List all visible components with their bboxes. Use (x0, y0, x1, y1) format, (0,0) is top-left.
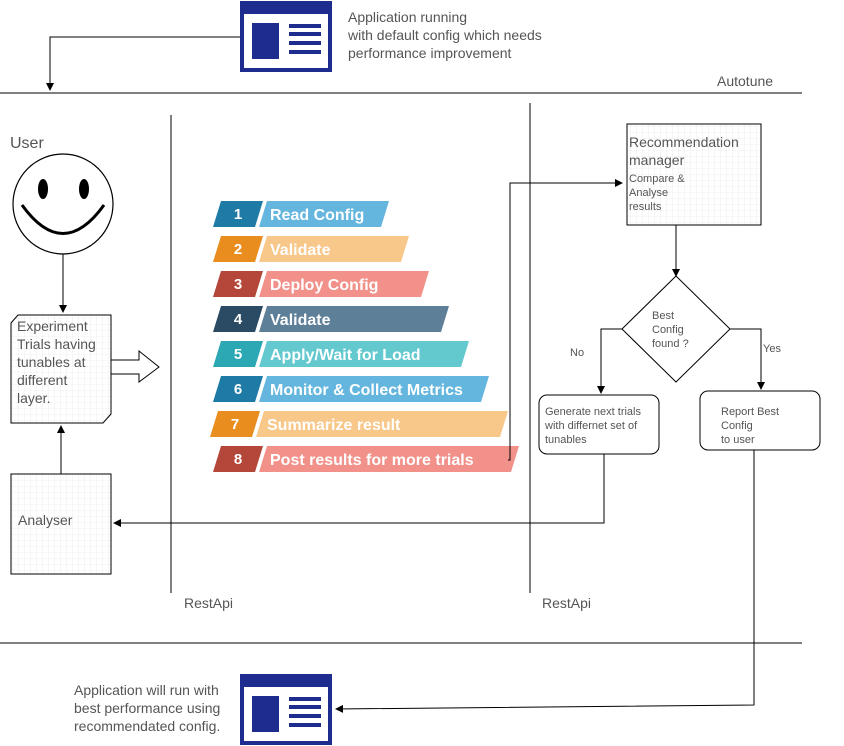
step-4-number-badge (213, 306, 263, 332)
step-6: 6 Monitor & Collect Metrics (213, 376, 489, 402)
user-smiley-icon (12, 153, 114, 255)
step-8: 8 Post results for more trials (213, 446, 519, 472)
best-config-decision: Best Config found ? (621, 275, 731, 383)
recommendation-line-4: Analyse (629, 187, 668, 199)
analyser-box: Analyser (10, 473, 112, 575)
top-app-caption-3: performance improvement (348, 45, 512, 61)
generate-line-1: Generate next trials (545, 406, 641, 418)
step-7: 7 Summarize result (210, 411, 508, 437)
experiment-to-steps-arrow-icon (110, 349, 160, 383)
step-5-number: 5 (234, 346, 242, 363)
step-5-label: Apply/Wait for Load (270, 347, 421, 364)
step-8-number-badge (213, 446, 263, 472)
step-3-label: Deploy Config (270, 277, 378, 294)
top-app-to-user-arrow (46, 36, 240, 91)
step-5-label-band (259, 341, 469, 367)
generate-to-analyser-arrow (113, 454, 605, 527)
decision-line-2: Config (652, 324, 684, 336)
top-app-caption-1: Application running (348, 9, 467, 25)
step-4-label: Validate (270, 312, 331, 329)
decision-yes-label: Yes (763, 343, 781, 355)
step8-to-recommendation-arrow (508, 179, 623, 461)
step-1-number-badge (213, 201, 263, 227)
experiment-box: Experiment Trials having tunables at dif… (10, 314, 112, 424)
step-4-number: 4 (234, 311, 243, 328)
step-2-number: 2 (234, 241, 242, 258)
step-1-number: 1 (234, 206, 242, 223)
step-6-number-badge (213, 376, 263, 402)
step-6-number: 6 (234, 381, 242, 398)
step-2-label: Validate (270, 242, 331, 259)
step-8-label: Post results for more trials (270, 452, 474, 469)
top-app-icon (240, 1, 332, 72)
step-4: 4 Validate (213, 306, 449, 332)
decision-line-3: found ? (652, 338, 689, 350)
step-2: 2 Validate (213, 236, 409, 262)
decision-yes-arrow (730, 328, 765, 390)
step-6-label: Monitor & Collect Metrics (270, 382, 463, 399)
step-8-number: 8 (234, 451, 242, 468)
step-1: 1 Read Config (213, 201, 389, 227)
step-1-label-band (259, 201, 389, 227)
recommendation-line-5: results (629, 201, 662, 213)
step-3-number: 3 (234, 276, 242, 293)
report-line-1: Report Best (721, 406, 779, 418)
analyser-label: Analyser (18, 512, 73, 528)
recommendation-line-1: Recommendation (629, 134, 739, 150)
decision-line-1: Best (652, 310, 674, 322)
step-8-label-band (259, 446, 519, 472)
step-3: 3 Deploy Config (213, 271, 429, 297)
top-app-caption-2: with default config which needs (347, 27, 542, 43)
bottom-app-caption-1: Application will run with (74, 682, 219, 698)
user-label: User (10, 135, 44, 152)
step-5-number-badge (213, 341, 263, 367)
report-best-config-box: Report Best Config to user (699, 390, 821, 451)
step-3-label-band (259, 271, 429, 297)
bottom-app-caption-3: recommendated config. (74, 718, 220, 734)
bottom-app-icon (240, 674, 332, 745)
report-to-app-arrow (335, 450, 755, 713)
restapi-left-label: RestApi (184, 595, 233, 611)
step-7-label-band (256, 411, 508, 437)
experiment-line-1: Experiment (17, 318, 88, 334)
experiment-line-3: tunables at (17, 354, 86, 370)
report-line-3: to user (721, 434, 755, 446)
step-7-number-badge (210, 411, 260, 437)
experiment-line-2: Trials having (17, 336, 96, 352)
experiment-line-5: layer. (17, 390, 50, 406)
decision-no-label: No (570, 347, 584, 359)
generate-trials-box: Generate next trials with differnet set … (538, 394, 660, 455)
step-5: 5 Apply/Wait for Load (213, 341, 469, 367)
experiment-line-4: different (17, 372, 67, 388)
bottom-app-caption-2: best performance using (74, 700, 220, 716)
step-1-label: Read Config (270, 207, 364, 224)
step-6-label-band (259, 376, 489, 402)
generate-line-2: with differnet set of (544, 420, 638, 432)
decision-no-arrow (597, 328, 622, 394)
generate-line-3: tunables (545, 434, 587, 446)
recommendation-line-3: Compare & (629, 173, 685, 185)
report-line-2: Config (721, 420, 753, 432)
step-2-label-band (259, 236, 409, 262)
step-4-label-band (259, 306, 449, 332)
recommendation-manager-box: Recommendation manager Compare & Analyse… (626, 123, 762, 226)
step-7-number: 7 (231, 416, 239, 433)
recommendation-line-2: manager (629, 152, 685, 168)
step-3-number-badge (213, 271, 263, 297)
step-7-label: Summarize result (267, 417, 401, 434)
restapi-right-label: RestApi (542, 595, 591, 611)
step-2-number-badge (213, 236, 263, 262)
autotune-label: Autotune (717, 73, 773, 89)
